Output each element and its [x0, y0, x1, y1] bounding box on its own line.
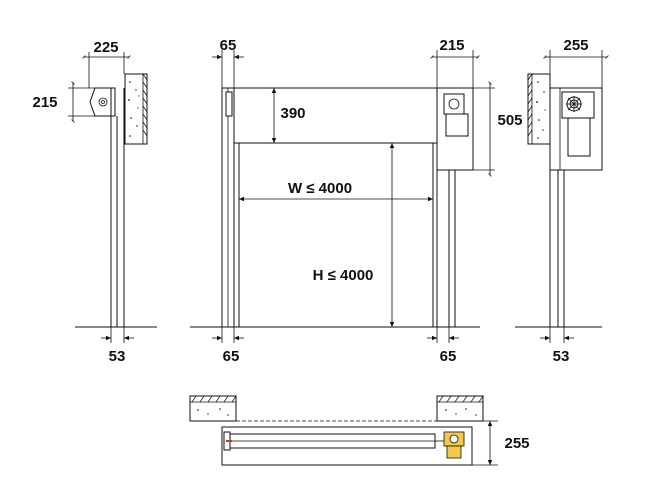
left-wall-hatch	[142, 73, 148, 144]
front-view: 65 390 W ≤ 4000 H ≤ 4000 65 65 215 505	[190, 37, 523, 365]
left-bracket-height-label: 215	[32, 94, 57, 111]
left-bracket-pin-icon	[98, 97, 108, 107]
right-wall-hatch	[527, 73, 533, 144]
plan-right-wall	[436, 395, 484, 422]
left-bracket	[89, 87, 116, 117]
plan-depth-label: 255	[504, 435, 529, 452]
front-motor-icon	[443, 93, 465, 115]
left-top-width-label: 225	[93, 39, 118, 56]
left-wall-concrete	[128, 81, 140, 137]
right-side-view: 255 53	[515, 37, 609, 365]
front-right-bottom-label: 65	[440, 348, 457, 365]
right-post-width-label: 53	[553, 348, 570, 365]
front-left-bottom-label: 65	[223, 348, 240, 365]
front-motor-width-label: 215	[439, 37, 464, 54]
front-height-label: H ≤ 4000	[313, 267, 374, 284]
front-header	[233, 87, 438, 144]
right-top-width-label: 255	[563, 37, 588, 54]
right-wall	[527, 73, 551, 145]
plan-motor-icon	[443, 431, 465, 459]
front-header-height-label: 390	[280, 105, 305, 122]
front-motor-height-label: 505	[497, 112, 522, 129]
right-wall-concrete	[536, 81, 546, 139]
left-side-view: 225 215 53	[32, 39, 157, 365]
left-post-width-label: 53	[109, 348, 126, 365]
plan-view: 255	[189, 395, 530, 466]
front-width-label: W ≤ 4000	[288, 180, 352, 197]
front-left-top-label: 65	[220, 37, 237, 54]
left-wall	[124, 73, 148, 145]
plan-left-wall	[189, 395, 237, 422]
